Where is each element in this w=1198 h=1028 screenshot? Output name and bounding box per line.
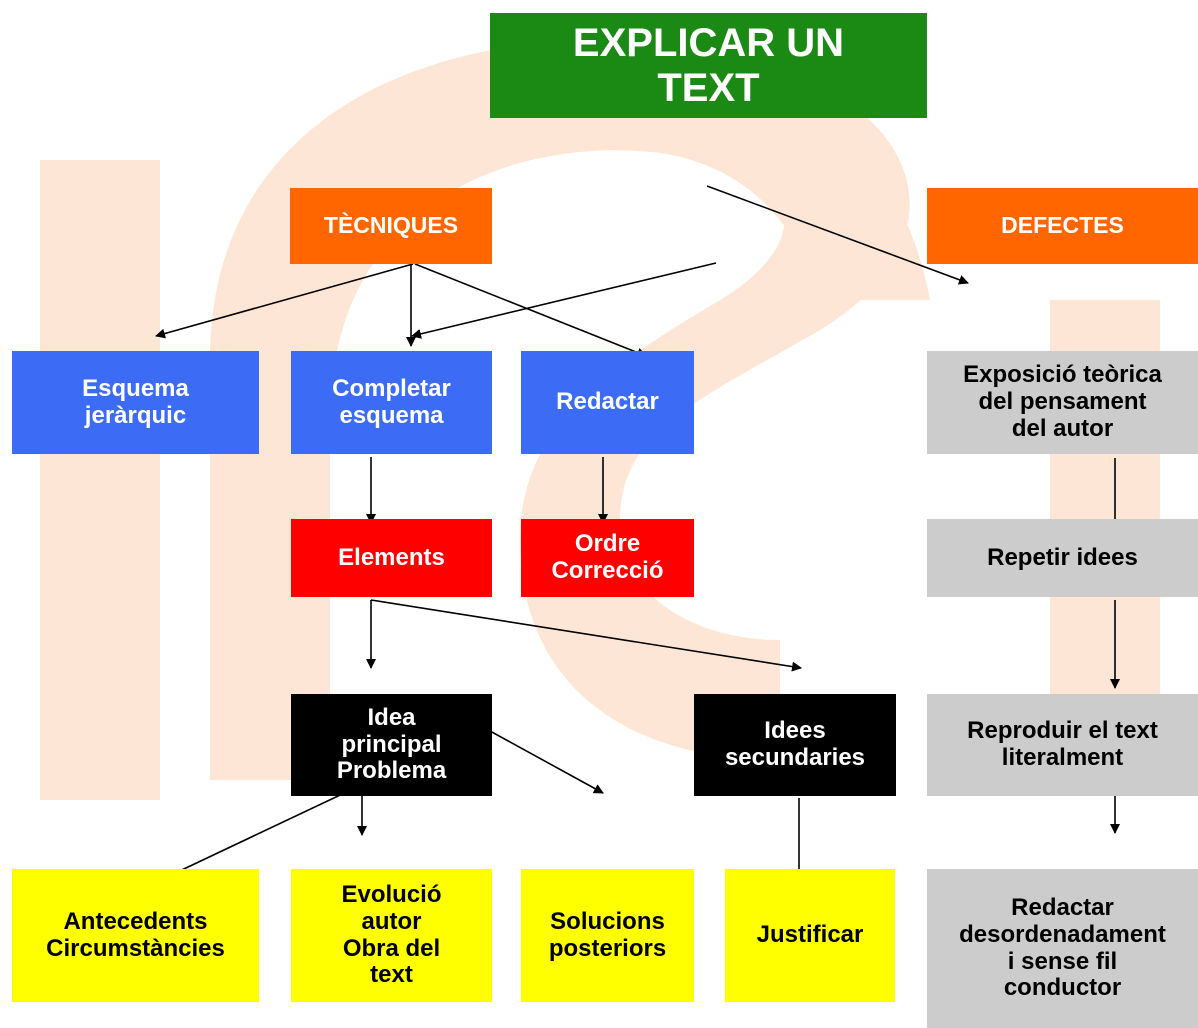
arrow-to-completar	[411, 262, 717, 339]
ordre-correccio-box: Ordre Correcció	[521, 519, 694, 597]
title-box: EXPLICAR UN TEXT	[490, 13, 927, 118]
justificar-box: Justificar	[725, 869, 895, 1002]
watermark-left-bar	[40, 160, 160, 800]
idea-principal-box: Idea principal Problema	[291, 694, 492, 796]
arrow-idea-solucions	[489, 730, 604, 794]
solucions-box: Solucions posteriors	[521, 869, 694, 1002]
redactar-box: Redactar	[521, 351, 694, 454]
arrow-elements-secundaries	[370, 599, 802, 672]
redactar-desordenadament-box: Redactar desordenadament i sense fil con…	[927, 869, 1198, 1028]
completar-esquema-box: Completar esquema	[291, 351, 492, 454]
repetir-idees-box: Repetir idees	[927, 519, 1198, 597]
arrow-tecniques-esquema	[155, 263, 414, 339]
tecniques-header: TÈCNIQUES	[290, 188, 492, 264]
elements-box: Elements	[291, 519, 492, 597]
evolucio-box: Evolució autor Obra del text	[291, 869, 492, 1002]
reproduir-text-box: Reproduir el text literalment	[927, 694, 1198, 796]
arrow-to-defectes	[706, 185, 969, 285]
idees-secundaries-box: Idees secundaries	[694, 694, 896, 796]
arrow-idea-antecedents	[149, 787, 356, 886]
antecedents-box: Antecedents Circumstàncies	[12, 869, 259, 1002]
defectes-header: DEFECTES	[927, 188, 1198, 264]
esquema-jerarquic-box: Esquema jeràrquic	[12, 351, 259, 454]
exposicio-teorica-box: Exposició teòrica del pensament del auto…	[927, 351, 1198, 454]
arrow-tecniques-redactar	[414, 263, 647, 358]
